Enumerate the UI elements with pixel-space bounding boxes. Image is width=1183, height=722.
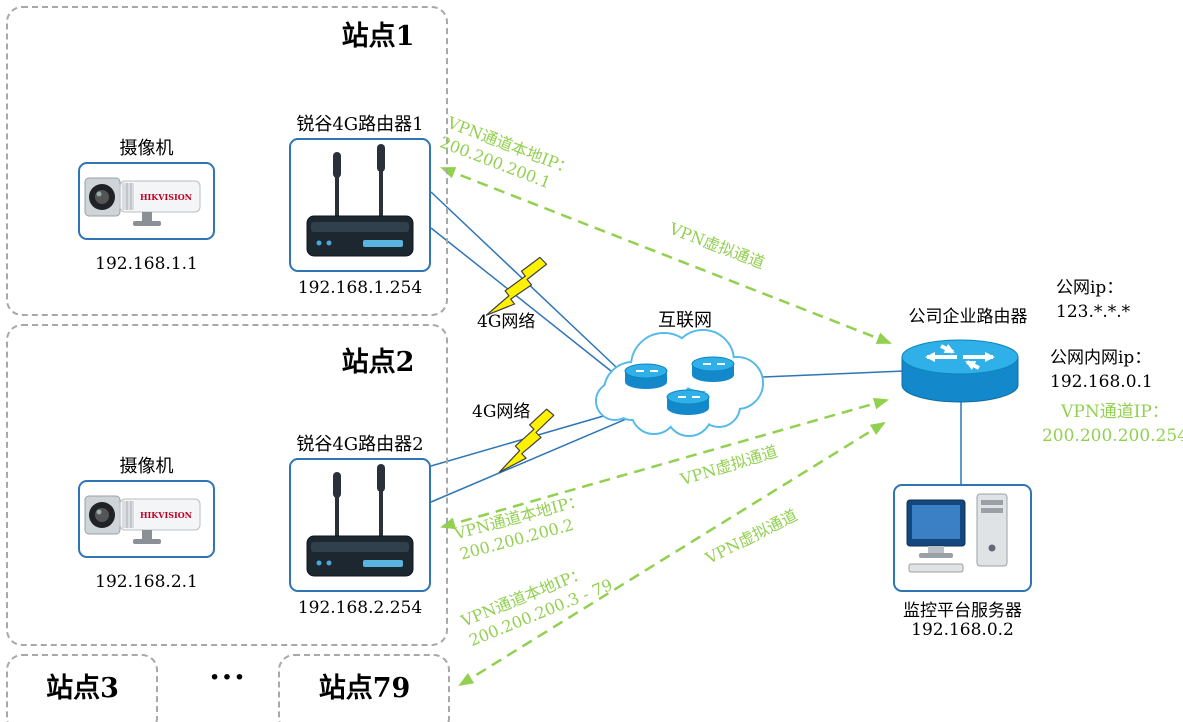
4g-link1-label: 4G网络 <box>477 312 536 332</box>
router1-label: 锐谷4G路由器1 <box>296 114 424 135</box>
monitoring-server-ip: 192.168.0.2 <box>911 620 1014 640</box>
camera1-label: 摄像机 <box>119 138 174 159</box>
camera1-ip: 192.168.1.1 <box>95 254 198 274</box>
vpn-ip-block: VPN通道IP： 200.200.200.254 <box>1040 400 1183 448</box>
public-ip-value: 123.*.*.* <box>1056 302 1131 322</box>
lan-ip-value: 192.168.0.1 <box>1050 372 1153 392</box>
lan-ip-block: 公网内网ip： 192.168.0.1 <box>1050 346 1153 394</box>
monitoring-server-icon <box>893 484 1032 592</box>
cloud-router-icon <box>691 356 735 382</box>
site1-title: 站点1 <box>341 21 415 52</box>
site2-frame <box>6 324 448 646</box>
router1-icon <box>289 138 431 272</box>
vpn-tunnel-arrows <box>440 166 892 687</box>
site79-frame <box>278 654 450 722</box>
vpn-ip-value: 200.200.200.254 <box>1041 426 1183 446</box>
camera2-icon: HIKVISION <box>78 480 215 558</box>
internet-label: 互联网 <box>658 310 712 331</box>
cloud-router-icon <box>666 389 710 415</box>
4g-link2-label: 4G网络 <box>472 402 531 422</box>
public-ip-label: 公网ip： <box>1056 278 1124 298</box>
camera-brand-text: HIKVISION <box>140 510 192 520</box>
vpn-ip-label: VPN通道IP： <box>1061 402 1169 422</box>
camera1-icon: HIKVISION <box>78 162 215 240</box>
site3-title: 站点3 <box>46 673 119 704</box>
lan-ip-label: 公网内网ip： <box>1050 348 1152 368</box>
enterprise-router-icon <box>901 339 1019 403</box>
enterprise-router-label: 公司企业路由器 <box>908 307 1028 327</box>
site79-title: 站点79 <box>318 673 411 704</box>
router2-icon <box>289 458 431 592</box>
site1-frame <box>6 6 448 316</box>
public-ip-block: 公网ip： 123.*.*.* <box>1056 276 1130 324</box>
site3-frame <box>6 654 158 722</box>
internet-cloud-icon <box>595 329 764 437</box>
camera2-ip: 192.168.2.1 <box>95 572 198 592</box>
cloud-router-icon <box>624 363 668 389</box>
router2-label: 锐谷4G路由器2 <box>296 434 424 455</box>
router1-ip: 192.168.1.254 <box>297 278 423 298</box>
camera-brand-text: HIKVISION <box>140 192 192 202</box>
camera2-label: 摄像机 <box>119 456 174 477</box>
router2-ip: 192.168.2.254 <box>297 598 423 618</box>
site2-title: 站点2 <box>341 347 415 378</box>
monitoring-server-label: 监控平台服务器 <box>903 601 1022 621</box>
sites-ellipsis: ··· <box>209 660 247 695</box>
